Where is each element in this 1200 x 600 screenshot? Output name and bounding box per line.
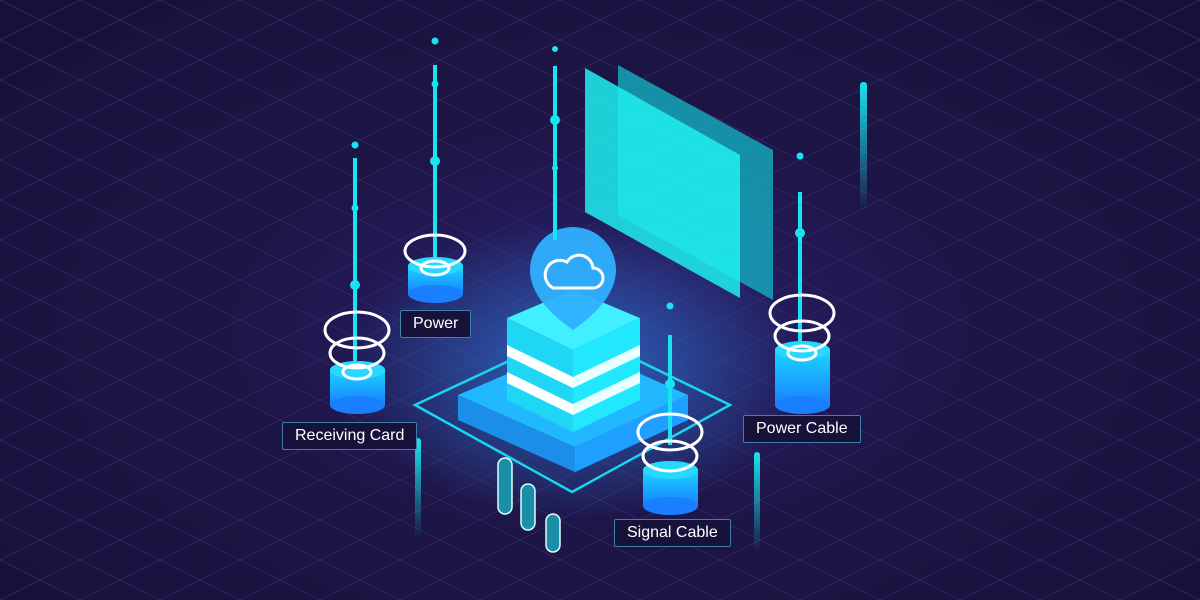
cloud-icon [543, 253, 605, 290]
server-box [507, 290, 640, 432]
antenna-poles [350, 37, 805, 445]
label-receiving-card: Receiving Card [282, 422, 418, 450]
display-panels [585, 65, 773, 300]
cylinders [330, 257, 830, 515]
label-signal-cable: Signal Cable [614, 519, 731, 547]
cloud-badge [530, 227, 616, 330]
label-power: Power [400, 310, 472, 338]
light-bars [415, 82, 867, 552]
signal-rings [323, 233, 836, 473]
label-power-cable: Power Cable [743, 415, 861, 443]
tubes [497, 457, 561, 553]
